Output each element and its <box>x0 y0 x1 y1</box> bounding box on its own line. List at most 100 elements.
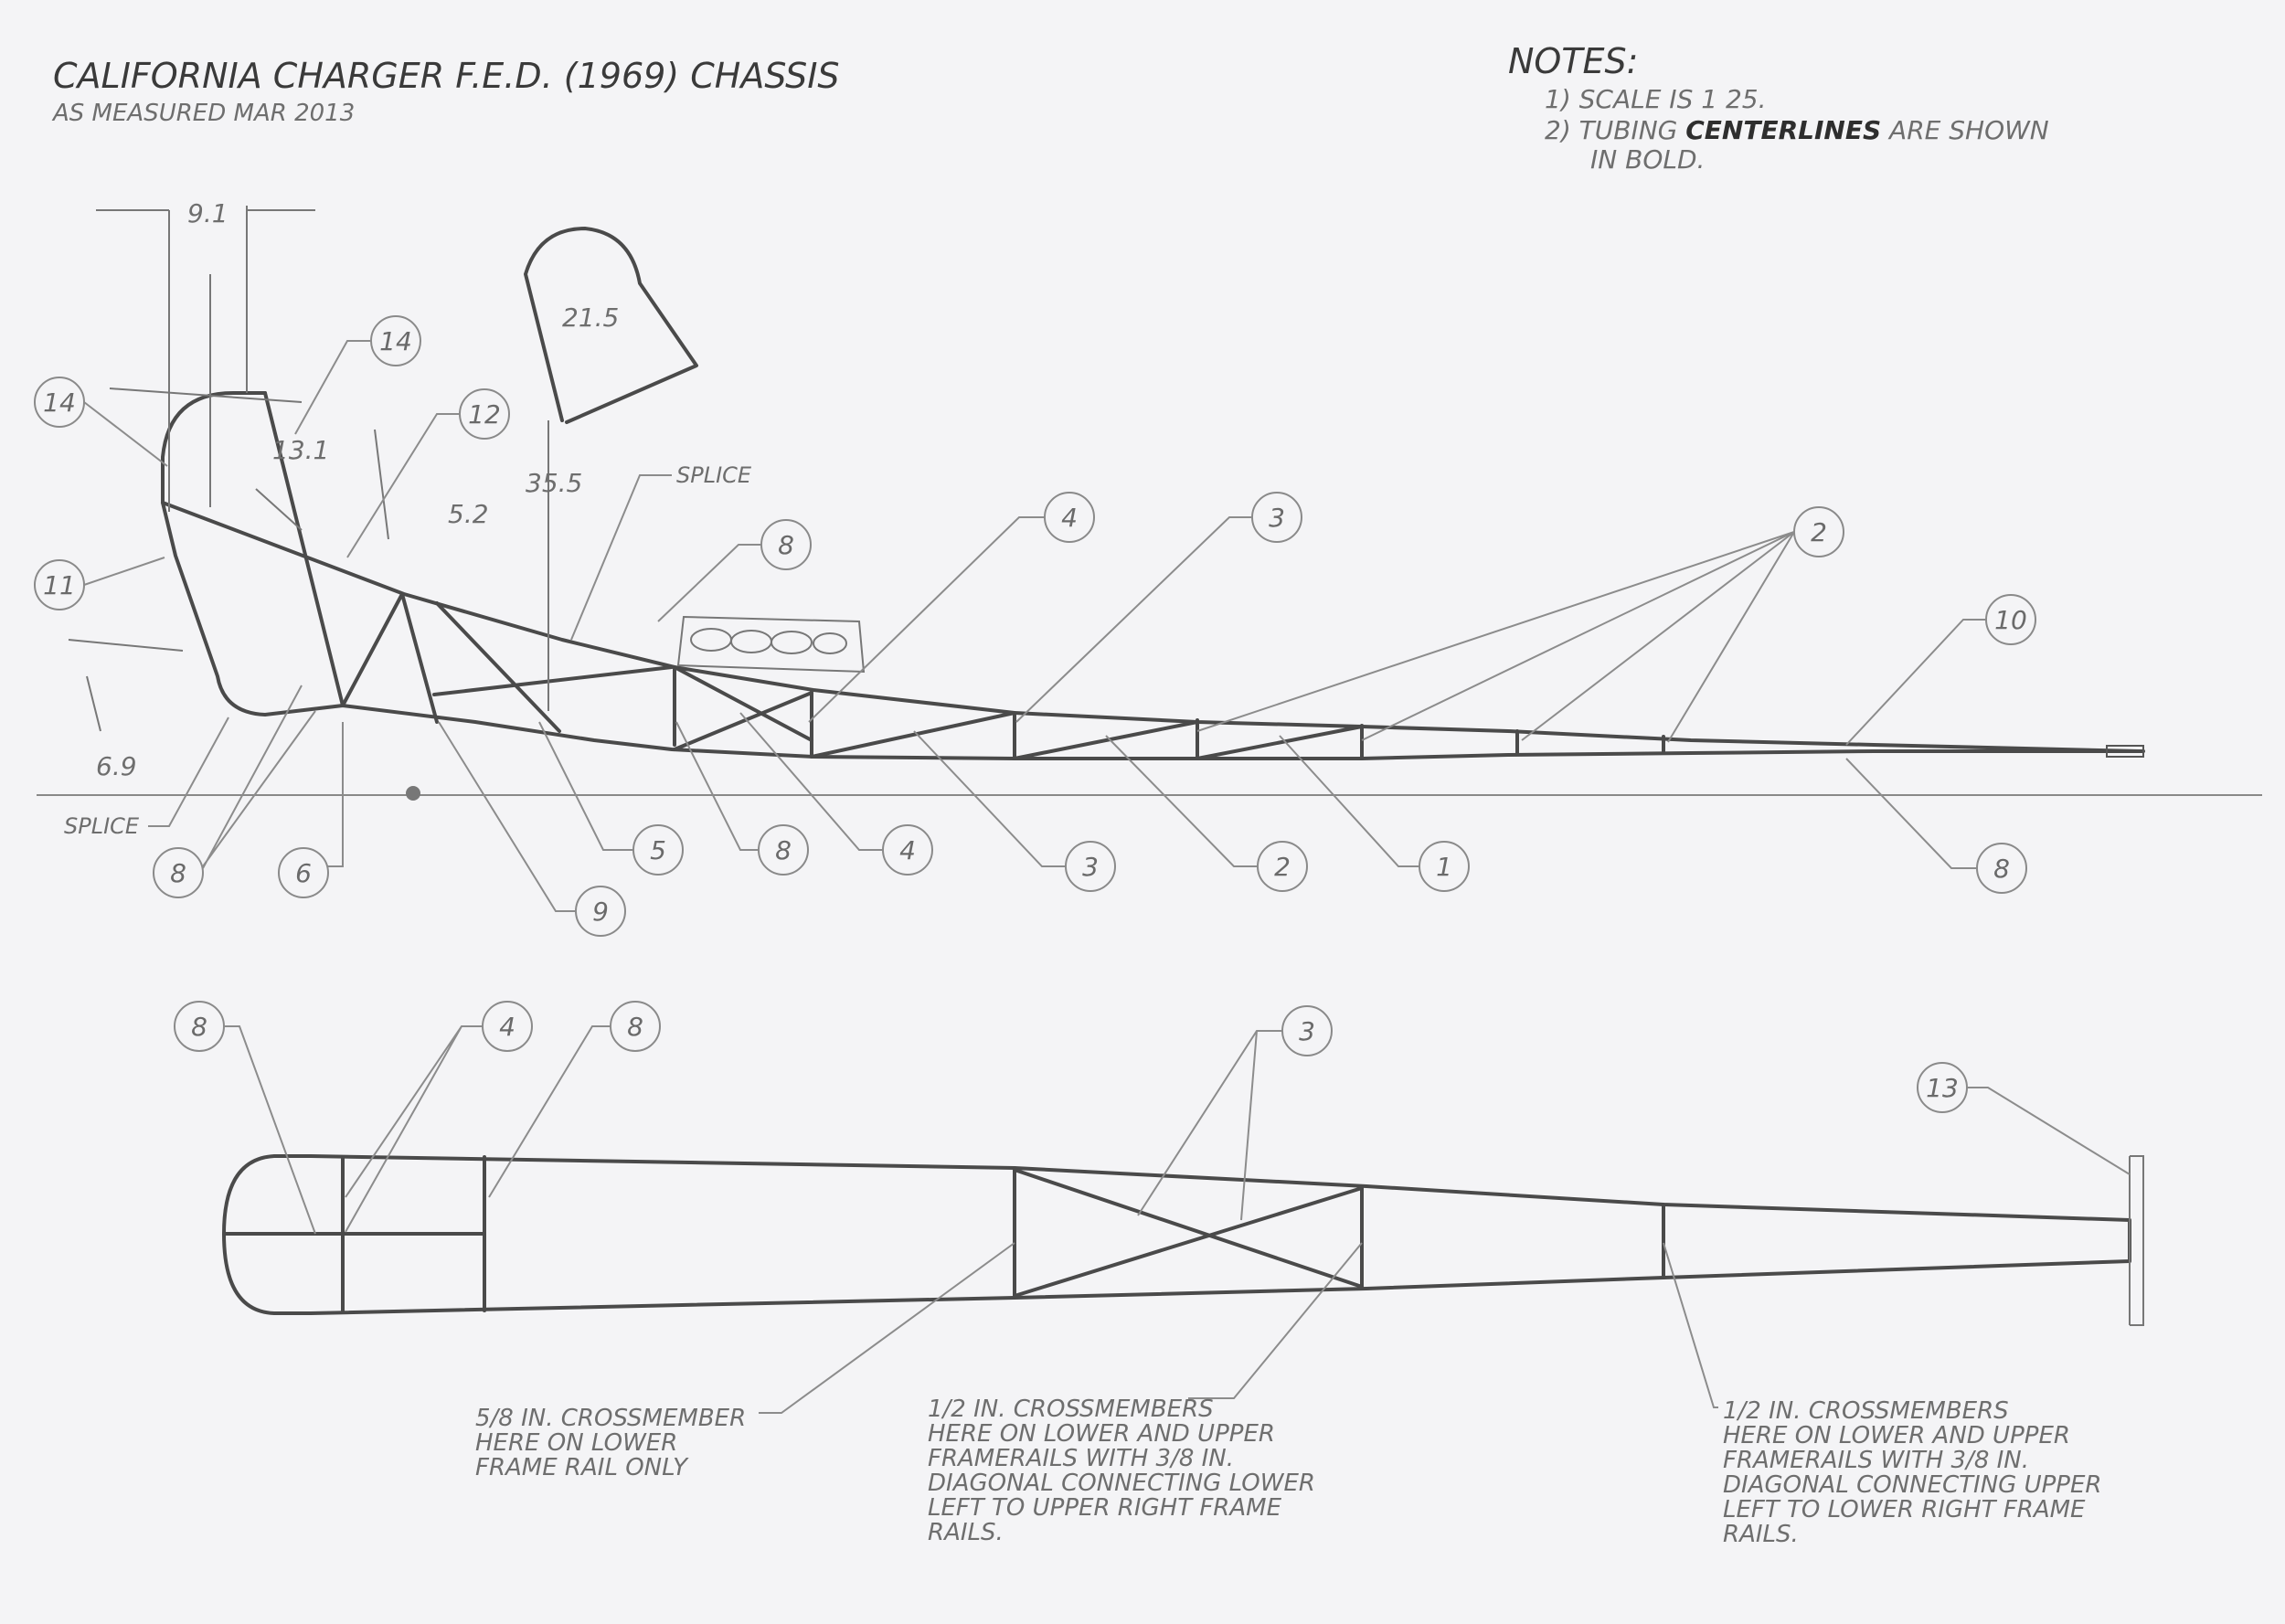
roll-hoop <box>161 391 345 716</box>
dim-21-5: 21.5 <box>562 303 619 333</box>
note-a-leader <box>759 1242 1015 1414</box>
svg-text:6: 6 <box>295 858 312 888</box>
svg-text:13: 13 <box>1926 1073 1959 1103</box>
svg-text:8: 8 <box>170 858 186 888</box>
centerlines-bold: CENTERLINES <box>1685 115 1881 145</box>
svg-text:3: 3 <box>1269 503 1285 533</box>
lower-frame-rail <box>341 704 2141 760</box>
svg-text:DIAGONAL CONNECTING UPPER: DIAGONAL CONNECTING UPPER <box>1723 1471 2101 1499</box>
svg-text:4: 4 <box>1061 503 1078 533</box>
dim-6-9: 6.9 <box>96 751 137 781</box>
side-view: 9.1 21.5 13.1 5.2 35.5 6.9 SPLICE SPLICE… <box>34 198 2262 937</box>
seat-back-hoop <box>524 227 698 424</box>
svg-text:HERE ON LOWER: HERE ON LOWER <box>475 1429 677 1457</box>
svg-text:1/2 IN. CROSSMEMBERS: 1/2 IN. CROSSMEMBERS <box>928 1396 1214 1423</box>
drawing-subtitle: AS MEASURED MAR 2013 <box>51 100 355 127</box>
svg-text:FRAMERAILS WITH 3/8 IN.: FRAMERAILS WITH 3/8 IN. <box>1723 1447 2029 1474</box>
dim-9-1: 9.1 <box>187 198 228 228</box>
svg-text:RAILS.: RAILS. <box>928 1519 1004 1546</box>
note-2: 2) TUBING CENTERLINES ARE SHOWN <box>1545 115 2049 145</box>
svg-text:14: 14 <box>379 326 412 356</box>
balloon-9: 9 <box>575 886 626 937</box>
svg-text:5: 5 <box>650 835 666 865</box>
splice-left-leader <box>148 716 229 827</box>
note-3: IN BOLD. <box>1590 144 1705 175</box>
balloon-8-mid: 8 <box>758 824 809 876</box>
note-a: 5/8 IN. CROSSMEMBER HERE ON LOWER FRAME … <box>475 1405 746 1481</box>
svg-text:HERE ON LOWER AND UPPER: HERE ON LOWER AND UPPER <box>1723 1422 2070 1449</box>
svg-text:3: 3 <box>1299 1016 1315 1046</box>
svg-text:FRAME RAIL ONLY: FRAME RAIL ONLY <box>475 1454 689 1481</box>
balloon-top-8b: 8 <box>610 1001 661 1052</box>
cage-x-brace <box>432 601 674 733</box>
balloon-2-top: 2 <box>1793 506 1844 557</box>
svg-text:FRAMERAILS WITH 3/8 IN.: FRAMERAILS WITH 3/8 IN. <box>928 1445 1234 1472</box>
frame-diagonals <box>810 711 1364 760</box>
balloon-8-right: 8 <box>1976 843 2027 894</box>
motor-bay-x-brace <box>673 665 813 751</box>
front-axle-bracket <box>2129 1155 2144 1326</box>
splice-label-top: SPLICE <box>676 462 752 488</box>
svg-text:12: 12 <box>468 399 501 430</box>
svg-text:1/2 IN. CROSSMEMBERS: 1/2 IN. CROSSMEMBERS <box>1723 1397 2009 1425</box>
balloon-14b: 14 <box>34 377 85 428</box>
svg-text:DIAGONAL CONNECTING LOWER: DIAGONAL CONNECTING LOWER <box>928 1470 1315 1497</box>
splice-top-leader <box>570 474 672 641</box>
svg-text:8: 8 <box>1993 854 2010 884</box>
note-b: 1/2 IN. CROSSMEMBERS HERE ON LOWER AND U… <box>928 1396 1315 1546</box>
balloon-12: 12 <box>459 388 510 440</box>
balloon-8-top: 8 <box>760 519 812 570</box>
balloon-3-bot: 3 <box>1065 841 1116 892</box>
svg-text:LEFT TO UPPER RIGHT FRAME: LEFT TO UPPER RIGHT FRAME <box>928 1494 1282 1522</box>
balloon-top-8a: 8 <box>174 1001 225 1052</box>
balloon-10: 10 <box>1985 594 2036 645</box>
upper-frame-rail <box>161 501 2141 753</box>
balloon-top-13: 13 <box>1917 1062 1968 1113</box>
svg-text:LEFT TO LOWER RIGHT FRAME: LEFT TO LOWER RIGHT FRAME <box>1723 1496 2086 1523</box>
note-c-leader <box>1663 1242 1718 1408</box>
svg-text:1: 1 <box>1436 852 1452 882</box>
svg-text:4: 4 <box>899 835 916 865</box>
svg-text:5/8 IN. CROSSMEMBER: 5/8 IN. CROSSMEMBER <box>475 1405 746 1432</box>
balloon-3-top: 3 <box>1251 492 1302 543</box>
balloon-2-bot: 2 <box>1257 841 1308 892</box>
balloon-4-bot: 4 <box>882 824 933 876</box>
balloon-top-4: 4 <box>482 1001 533 1052</box>
top-frame-outline <box>222 1154 2131 1315</box>
note-1: 1) SCALE IS 1 25. <box>1545 84 1766 114</box>
balloon-4-top: 4 <box>1044 492 1095 543</box>
svg-text:2: 2 <box>1274 852 1291 882</box>
svg-text:8: 8 <box>775 835 792 865</box>
svg-text:8: 8 <box>778 530 794 560</box>
svg-text:3: 3 <box>1082 852 1099 882</box>
balloon-5: 5 <box>632 824 684 876</box>
svg-text:4: 4 <box>499 1012 515 1042</box>
svg-text:8: 8 <box>191 1012 207 1042</box>
svg-text:10: 10 <box>1994 605 2027 635</box>
dimension-lines <box>68 206 549 732</box>
balloon-top-3: 3 <box>1281 1005 1333 1056</box>
rear-axle-mark <box>406 786 420 801</box>
cage-diagonal-main <box>263 391 345 707</box>
notes-heading: NOTES: <box>1508 41 1638 81</box>
svg-text:8: 8 <box>627 1012 643 1042</box>
note-c: 1/2 IN. CROSSMEMBERS HERE ON LOWER AND U… <box>1723 1397 2101 1548</box>
svg-text:11: 11 <box>43 570 76 600</box>
balloon-8-left: 8 <box>153 847 204 898</box>
svg-text:2: 2 <box>1811 517 1827 547</box>
note-b-leader <box>1188 1242 1363 1399</box>
splice-label-left: SPLICE <box>64 813 140 839</box>
balloon-14a: 14 <box>370 315 421 366</box>
dim-35-5: 35.5 <box>526 468 582 498</box>
drawing-title: CALIFORNIA CHARGER F.E.D. (1969) CHASSIS <box>53 56 840 96</box>
front-spindle <box>2106 745 2144 758</box>
dim-13-1: 13.1 <box>272 435 329 465</box>
balloon-11: 11 <box>34 559 85 610</box>
top-x-brace <box>1013 1168 1364 1298</box>
svg-text:HERE ON LOWER AND UPPER: HERE ON LOWER AND UPPER <box>928 1420 1275 1448</box>
blower-outline <box>676 615 866 674</box>
balloon-1: 1 <box>1419 841 1470 892</box>
dim-5-2: 5.2 <box>448 499 489 529</box>
top-view: 8 4 8 3 13 5/8 IN. CROSSMEMBER HERE ON L… <box>174 1001 2144 1548</box>
